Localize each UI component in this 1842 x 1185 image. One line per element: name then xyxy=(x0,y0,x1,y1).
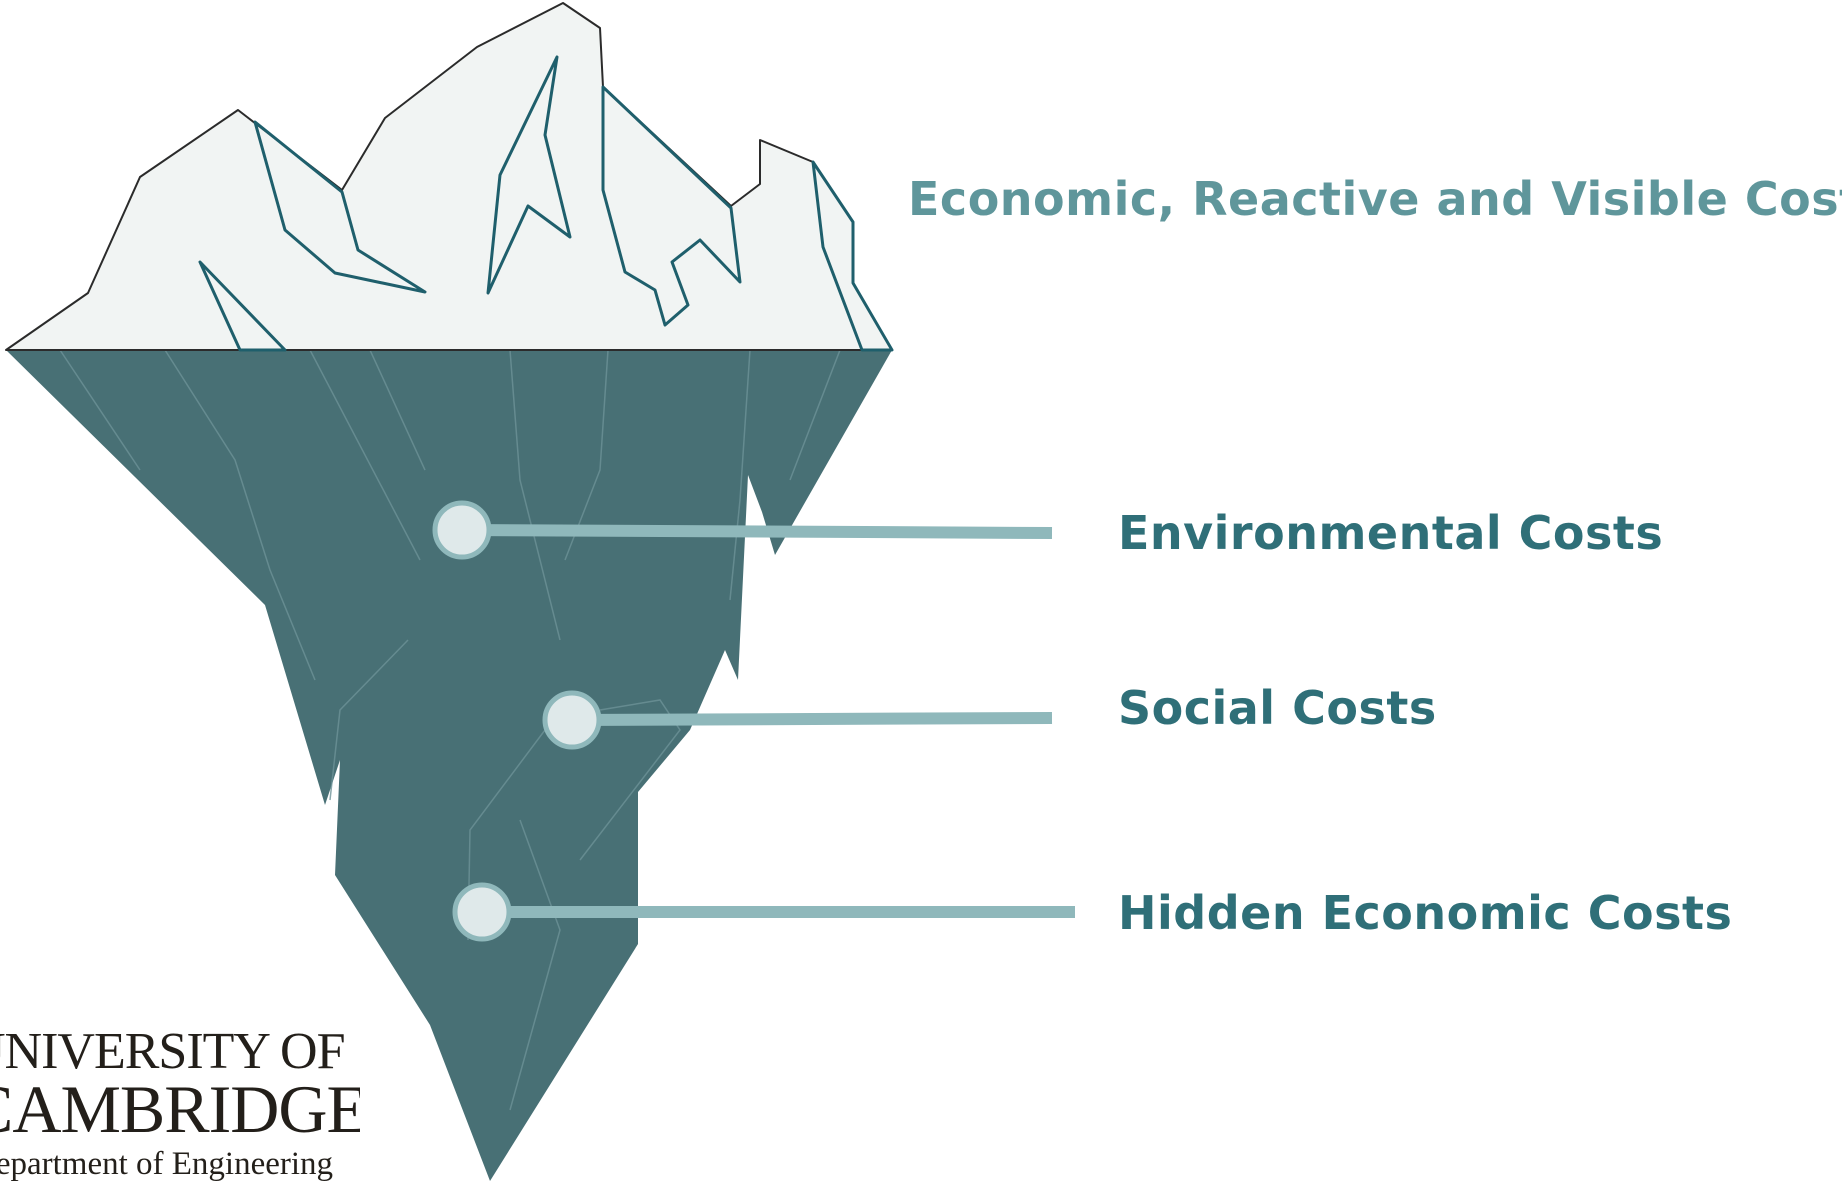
label-environmental-costs: Environmental Costs xyxy=(1118,506,1664,560)
logo-line-2: CAMBRIDGE xyxy=(0,1071,360,1147)
connector-lines xyxy=(461,524,1075,918)
logo-line-1: UNIVERSITY OF xyxy=(0,1023,346,1080)
label-visible-costs: Economic, Reactive and Visible Costs xyxy=(908,172,1842,226)
underwater-facets xyxy=(59,349,841,1111)
label-hidden-economic-costs: Hidden Economic Costs xyxy=(1118,886,1733,940)
marker-environmental xyxy=(432,500,492,560)
label-social-costs: Social Costs xyxy=(1118,681,1437,735)
iceberg-tip xyxy=(5,2,893,351)
marker-hidden xyxy=(452,882,512,942)
iceberg-crevices xyxy=(198,55,894,352)
marker-social xyxy=(542,690,602,750)
iceberg-underwater xyxy=(6,350,892,1181)
connector-environmental xyxy=(461,524,1053,539)
university-logo: UNIVERSITY OF CAMBRIDGE Department of En… xyxy=(0,1022,360,1181)
connector-social xyxy=(571,712,1053,726)
logo-line-3: Department of Engineering xyxy=(0,1146,334,1181)
